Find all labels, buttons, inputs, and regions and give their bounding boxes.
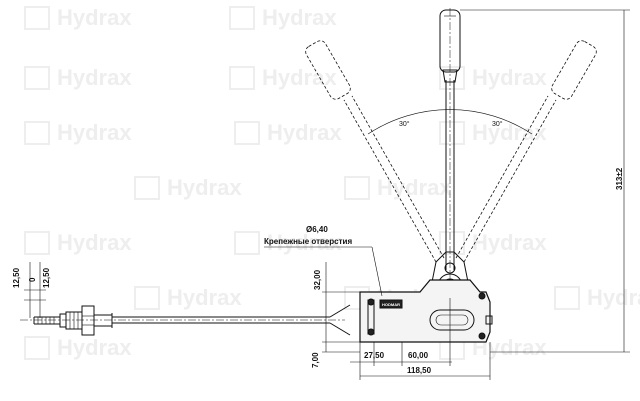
dim-width-27: 27,50 bbox=[364, 351, 385, 360]
dim-height-7: 7,00 bbox=[311, 352, 320, 368]
mounting-hole-bottom bbox=[367, 328, 375, 336]
total-height-dimension: 313±2 bbox=[460, 9, 630, 353]
lever-neutral-position bbox=[439, 8, 461, 300]
cable-offset-dimension: 12,50 0 12,50 bbox=[12, 262, 51, 318]
brand-plate-text: HODMAR bbox=[382, 302, 400, 307]
dim-left-mid: 0 bbox=[28, 277, 37, 282]
angle-right-label: 30° bbox=[492, 120, 503, 128]
watermark-text: Hydrax bbox=[57, 230, 132, 255]
brand-plate bbox=[379, 299, 403, 309]
watermark-text: Hydrax bbox=[57, 65, 132, 90]
lever-knob bbox=[439, 9, 461, 73]
body-width-dimensions: 27,50 60,00 118,50 bbox=[350, 298, 491, 380]
watermark-layer: Hydrax Hydrax Hydrax Hydrax Hydrax Hydra… bbox=[24, 5, 640, 360]
watermark-text: Hydrax bbox=[267, 120, 342, 145]
lever-right-position bbox=[455, 40, 597, 263]
mounting-holes-label: Крепежные отверстия bbox=[264, 237, 352, 246]
mounting-holes-callout: Ø6,40 Крепежные отверстия bbox=[264, 225, 383, 297]
dim-left-bottom: 12,50 bbox=[42, 267, 51, 288]
watermark-text: Hydrax bbox=[262, 5, 337, 30]
hole-diameter-label: Ø6,40 bbox=[306, 225, 328, 234]
watermark-text: Hydrax bbox=[262, 65, 337, 90]
dim-width-118: 118,50 bbox=[407, 366, 432, 375]
dim-height-32: 32,00 bbox=[313, 269, 322, 290]
control-body: HODMAR bbox=[359, 279, 493, 343]
angle-left-label: 30° bbox=[399, 120, 410, 128]
lever-left-position bbox=[305, 40, 445, 263]
watermark-text: Hydrax bbox=[587, 285, 640, 310]
watermark-text: Hydrax bbox=[472, 230, 547, 255]
watermark-text: Hydrax bbox=[57, 120, 132, 145]
watermark-text: Hydrax bbox=[472, 120, 547, 145]
cable-nut-right bbox=[81, 305, 95, 336]
watermark-text: Hydrax bbox=[377, 175, 452, 200]
slot-opening bbox=[429, 309, 475, 331]
body-height-dimensions: 32,00 7,00 bbox=[311, 262, 360, 368]
angle-arc: 30° 30° bbox=[367, 109, 533, 135]
watermark-text: Hydrax bbox=[167, 175, 242, 200]
watermark-text: Hydrax bbox=[57, 5, 132, 30]
watermark-text: Hydrax bbox=[57, 335, 132, 360]
watermark-text: Hydrax bbox=[267, 230, 342, 255]
cable-nut-left bbox=[59, 313, 67, 328]
watermark-text: Hydrax bbox=[472, 65, 547, 90]
dim-width-60: 60,00 bbox=[408, 351, 429, 360]
watermark-text: Hydrax bbox=[167, 285, 242, 310]
dim-left-top: 12,50 bbox=[12, 267, 21, 288]
control-cable bbox=[20, 304, 351, 336]
mounting-hole-top bbox=[367, 298, 375, 306]
dim-total-height: 313±2 bbox=[615, 167, 624, 190]
